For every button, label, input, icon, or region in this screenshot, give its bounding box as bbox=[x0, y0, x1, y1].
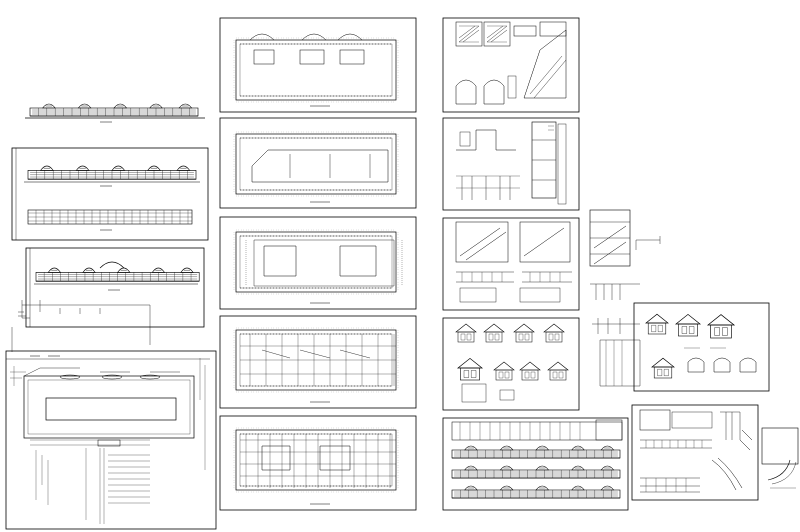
sheet-plan-roof bbox=[219, 17, 417, 113]
loose-corner-detail bbox=[761, 427, 799, 489]
sheet-long-sections bbox=[442, 417, 629, 511]
annotation-lines bbox=[11, 300, 151, 352]
sheet-plan-level-5 bbox=[219, 415, 417, 511]
sheet-plan-level-3 bbox=[219, 216, 417, 310]
loose-stair-section bbox=[589, 209, 661, 387]
sheet-plan-level-2 bbox=[219, 117, 417, 209]
sheet-stair-details bbox=[442, 17, 580, 113]
sheet-dormer-details bbox=[442, 317, 580, 411]
sheet-stair-sections bbox=[442, 217, 580, 311]
sheet-site-plan bbox=[5, 350, 217, 530]
sheet-front-elevation bbox=[25, 247, 205, 328]
sheet-wall-sections bbox=[631, 404, 759, 501]
sheet-plan-level-4 bbox=[219, 315, 417, 409]
elevation-top bbox=[25, 103, 205, 123]
sheet-gable-details bbox=[633, 302, 770, 392]
sheet-elevation-stack bbox=[11, 147, 209, 241]
sheet-section-details bbox=[442, 117, 580, 211]
